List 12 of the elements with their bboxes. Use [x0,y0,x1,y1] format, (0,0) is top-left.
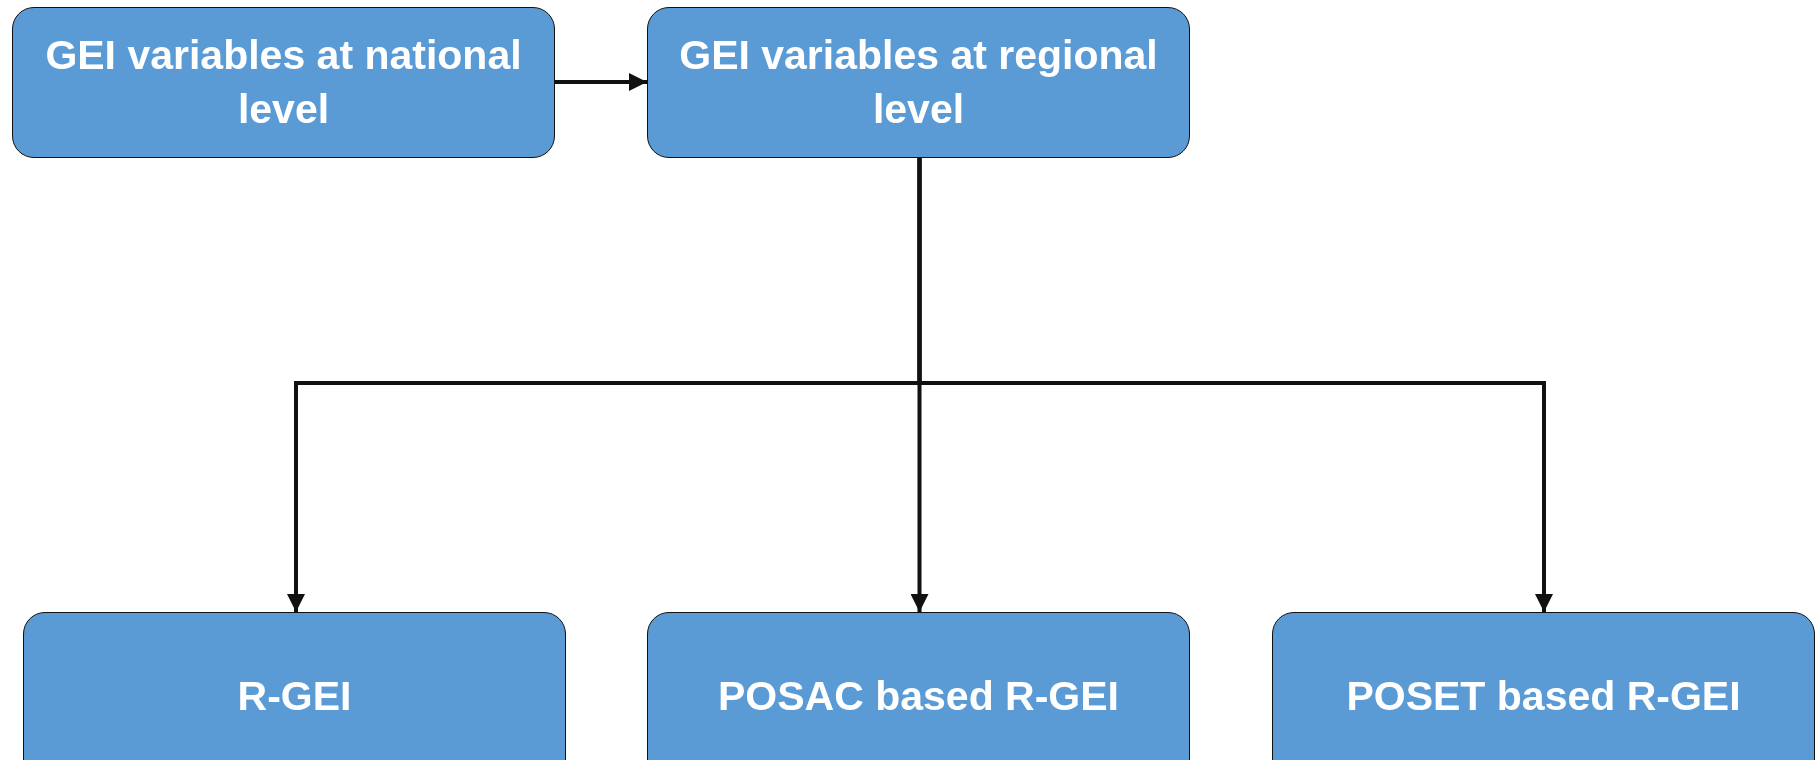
box-label: R-GEI [236,672,353,722]
arrow [917,158,1553,612]
process-box [23,612,566,760]
box-label: POSET based R-GEI [1345,672,1742,722]
box-label: POSAC based R-GEI [717,672,1120,722]
box-label: GEI variables at regional level [678,31,1159,134]
box-label: GEI variables at national level [44,31,523,134]
process-box [647,612,1190,760]
process-box [647,7,1190,158]
process-box [12,7,555,158]
arrow [555,73,647,91]
process-box [1272,612,1815,760]
